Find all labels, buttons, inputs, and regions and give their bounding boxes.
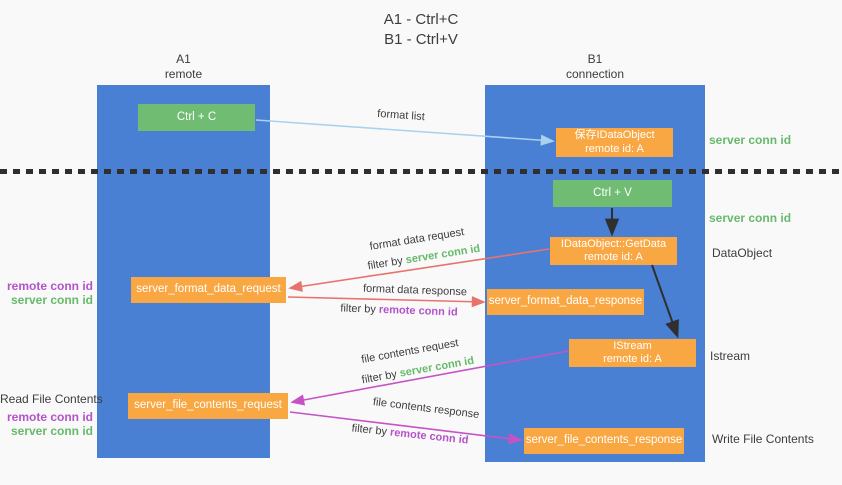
annotation-write-file-contents: Write File Contents [712, 432, 814, 446]
session-separator-dotted-line [0, 169, 842, 174]
lane-a1-role: remote [164, 67, 203, 81]
node-idataobject-getdata: IDataObject::GetData remote id: A [550, 237, 677, 265]
filter-prefix: filter by [366, 254, 404, 273]
edge-label-format-data-response: format data response [362, 282, 468, 299]
annotation-server-conn-id-mid: server conn id [709, 211, 792, 225]
node-ctrl-c-label: Ctrl + C [176, 110, 217, 123]
node-istream: IStream remote id: A [569, 339, 696, 367]
filter-prefix: filter by [360, 368, 398, 387]
lane-b1-role: connection [565, 67, 625, 81]
annotation-left-server-conn-id: server conn id [10, 293, 93, 307]
lane-header-a1: A1 remote [97, 52, 270, 82]
lane-b1-name: B1 [587, 52, 603, 66]
node-server-format-data-response: server_format_data_response [487, 289, 644, 315]
filter-key-remote-conn-id: remote conn id [378, 303, 458, 319]
node-server-file-contents-response: server_file_contents_response [524, 428, 684, 454]
node-server-format-data-request-label: server_format_data_request [136, 283, 281, 296]
node-save-idataobject-line2: remote id: A [585, 142, 644, 155]
annotation-left-remote-conn-id: remote conn id [6, 279, 93, 293]
title-line-2: B1 - Ctrl+V [384, 31, 458, 48]
node-save-idataobject: 保存IDataObject remote id: A [556, 128, 673, 157]
annotation-istream: Istream [710, 349, 751, 363]
node-ctrl-c: Ctrl + C [138, 104, 255, 131]
annotation-server-conn-id-top: server conn id [709, 133, 792, 147]
diagram-title: A1 - Ctrl+C B1 - Ctrl+V [0, 10, 842, 50]
node-server-format-data-response-label: server_format_data_response [488, 295, 643, 308]
annotation-read-file-contents: Read File Contents [0, 392, 103, 406]
filter-prefix: filter by [351, 422, 388, 439]
node-istream-line2: remote id: A [603, 353, 662, 365]
node-server-file-contents-response-label: server_file_contents_response [525, 434, 683, 447]
filter-key-remote-conn-id: remote conn id [389, 426, 470, 447]
title-line-1: A1 - Ctrl+C [383, 11, 459, 28]
edge-label-file-contents-response: file contents response [372, 396, 480, 421]
node-idataobject-getdata-line1: IDataObject::GetData [560, 237, 667, 250]
filter-prefix: filter by [340, 302, 377, 316]
annotation-dataobject: DataObject [712, 246, 773, 260]
annotation-bottom-left-server-conn-id: server conn id [10, 424, 93, 438]
lane-header-b1: B1 connection [485, 52, 705, 82]
node-server-file-contents-request-label: server_file_contents_request [134, 399, 282, 412]
node-save-idataobject-line1: 保存IDataObject [574, 129, 655, 141]
node-ctrl-v-label: Ctrl + V [593, 186, 632, 199]
edge-label-file-contents-response-filter: filter by remote conn id [351, 422, 469, 447]
annotation-bottom-left-remote-conn-id: remote conn id [6, 410, 93, 424]
node-server-format-data-request: server_format_data_request [131, 277, 286, 303]
lane-a1-name: A1 [176, 52, 191, 66]
node-idataobject-getdata-line2: remote id: A [584, 251, 643, 263]
edge-label-format-data-response-filter: filter by remote conn id [340, 302, 458, 319]
node-ctrl-v: Ctrl + V [553, 180, 672, 207]
node-istream-line1: IStream [613, 339, 652, 352]
node-server-file-contents-request: server_file_contents_request [128, 393, 288, 419]
edge-label-format-list: format list [376, 107, 426, 124]
